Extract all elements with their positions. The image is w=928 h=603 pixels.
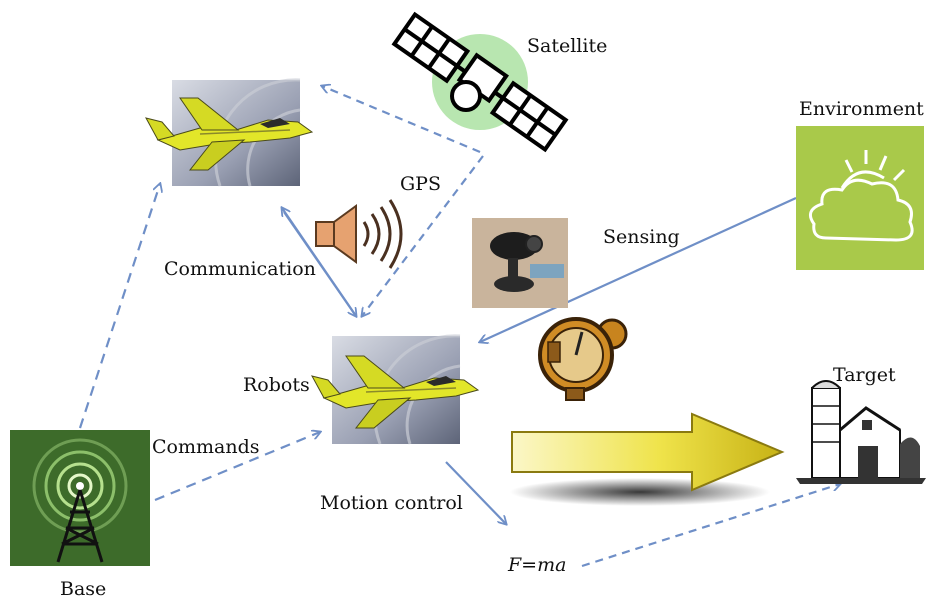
webcam-icon <box>472 218 568 308</box>
arrow-satellite-to-jet <box>322 86 481 154</box>
formula-label: F=ma <box>508 554 567 576</box>
robot-jet-icon <box>311 334 479 445</box>
big-arrow-icon <box>510 412 785 506</box>
arrow-motion-control <box>445 461 506 524</box>
commands-label: Commands <box>152 436 260 458</box>
barn-silo-icon <box>796 380 926 484</box>
arrow-formula-to-target <box>581 484 840 568</box>
arrow-base-to-jet <box>78 184 160 429</box>
communication-label: Communication <box>164 258 316 280</box>
gps-label: GPS <box>400 173 441 195</box>
gauge-icon <box>538 317 628 401</box>
sensing-label: Sensing <box>603 226 680 248</box>
connectors <box>78 86 840 568</box>
satellite-label: Satellite <box>527 35 608 57</box>
arrow-sensing <box>480 196 797 342</box>
base-label: Base <box>60 578 107 600</box>
arrow-satellite-to-robots <box>362 155 484 316</box>
satellite-icon <box>391 11 569 153</box>
weather-icon <box>796 126 924 270</box>
antenna-tower-icon <box>10 430 150 566</box>
arrow-base-to-robots <box>154 432 320 502</box>
motion-control-label: Motion control <box>320 492 463 514</box>
target-label: Target <box>833 364 896 386</box>
arrow-communication-back <box>282 208 357 317</box>
jet-icon <box>145 78 313 187</box>
speaker-icon <box>315 199 403 269</box>
environment-label: Environment <box>799 98 924 120</box>
robots-label: Robots <box>243 374 310 396</box>
